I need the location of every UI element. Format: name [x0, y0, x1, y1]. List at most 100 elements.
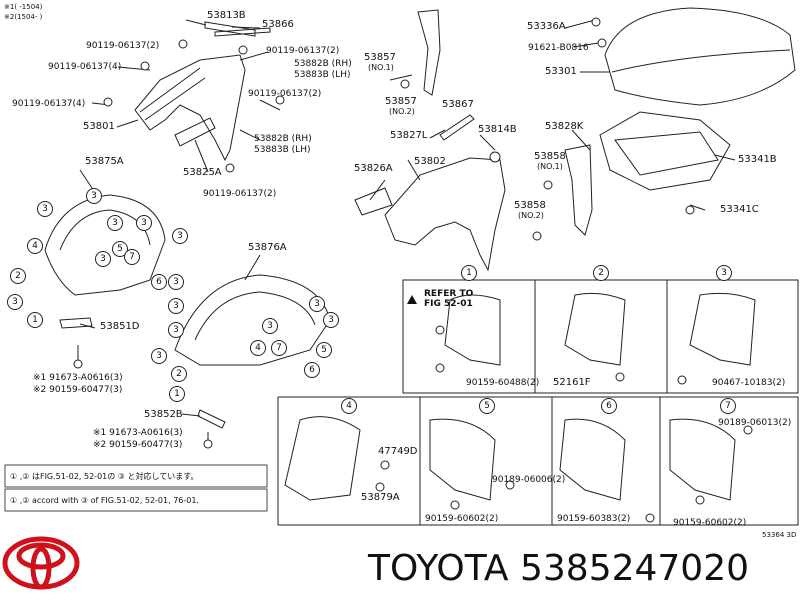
part-53883B-lh: 53883B (LH)	[294, 70, 351, 80]
callout-4: 4	[27, 238, 43, 254]
part-53876A: 53876A	[248, 242, 287, 253]
callout-3: 3	[95, 251, 111, 267]
callout-5: 5	[316, 342, 332, 358]
callout-7: 7	[124, 249, 140, 265]
part-53858-no2: 53858	[514, 200, 546, 211]
callout-3: 3	[37, 201, 53, 217]
refer-fig-label: FIG 52-01	[424, 299, 473, 309]
part-53866: 53866	[262, 19, 294, 30]
hood-53301	[604, 7, 796, 106]
part-53827L: 53827L	[390, 130, 428, 141]
part-90119-b: 90119-06137(2)	[266, 46, 340, 56]
callout-3: 3	[168, 298, 184, 314]
part-53857-no1: 53857	[364, 52, 396, 63]
part-53875A: 53875A	[85, 156, 124, 167]
insulator-53341B	[599, 111, 731, 191]
part-90119-a: 90119-06137(2)	[86, 41, 160, 51]
callout-4: 4	[250, 340, 266, 356]
box-4-number: 4	[341, 398, 357, 414]
callout-3: 3	[172, 228, 188, 244]
callout-3: 3	[262, 318, 278, 334]
callout-3: 3	[7, 294, 23, 310]
part-53851D: 53851D	[100, 321, 140, 332]
callout-3: 3	[86, 188, 102, 204]
part-90119-f: 90119-06137(2)	[203, 189, 277, 199]
part-53341B: 53341B	[738, 154, 777, 165]
part-53802: 53802	[414, 156, 446, 167]
box-5-number: 5	[479, 398, 495, 414]
callout-6: 6	[304, 362, 320, 378]
box-2-number: 2	[593, 265, 609, 281]
note-90159-b: ※2 90159-60477(3)	[93, 440, 183, 450]
callout-3: 3	[107, 215, 123, 231]
callout-1: 1	[27, 312, 43, 328]
toyota-logo-icon	[2, 536, 80, 590]
detail-panel-bottom	[277, 396, 799, 526]
part-53336A: 53336A	[527, 21, 566, 32]
part-90159-60602: 90159-60602(2)	[425, 514, 499, 524]
part-90119-e: 90119-06137(2)	[248, 89, 322, 99]
part-90119-d: 90119-06137(4)	[12, 99, 86, 109]
refer-to-label: REFER TO	[424, 289, 474, 299]
callout-3: 3	[168, 274, 184, 290]
figure-code: 53364 3D	[762, 531, 797, 539]
part-53858-no1: 53858	[534, 151, 566, 162]
part-90189-06013: 90189-06013(2)	[718, 418, 792, 428]
part-53867: 53867	[442, 99, 474, 110]
box-7-number: 7	[720, 398, 736, 414]
part-53828K: 53828K	[545, 121, 584, 132]
part-52161F: 52161F	[553, 377, 591, 388]
callout-3: 3	[151, 348, 167, 364]
fender-53802	[384, 157, 506, 272]
box-3-number: 3	[716, 265, 732, 281]
callout-6: 6	[151, 274, 167, 290]
label-no2: (NO.2)	[389, 107, 415, 116]
callout-1: 1	[169, 386, 185, 402]
legend-note-english: ① ,② accord with ③ of FIG.51-02, 52-01, …	[10, 496, 199, 505]
seal-53825A	[174, 117, 216, 147]
callout-3: 3	[136, 215, 152, 231]
part-53814B: 53814B	[478, 124, 517, 135]
part-53882B-rh-2: 53882B (RH)	[254, 134, 312, 144]
note-91673-a: ※1 91673-A0616(3)	[33, 373, 123, 383]
callout-2: 2	[171, 366, 187, 382]
callout-7: 7	[271, 340, 287, 356]
callout-3: 3	[323, 312, 339, 328]
part-90159-60383: 90159-60383(2)	[557, 514, 631, 524]
brand-part-number: TOYOTA 5385247020	[368, 548, 750, 589]
part-90159-60602-b: 90159-60602(2)	[673, 518, 747, 528]
legend-note-japanese: ① ,② はFIG.51-02, 52-01の ③ と対応しています。	[10, 472, 199, 481]
part-91621-B0816: 91621-B0816	[528, 43, 589, 53]
part-53341C: 53341C	[720, 204, 759, 215]
callout-3: 3	[309, 296, 325, 312]
bracket-53827L	[417, 9, 441, 96]
note-1504-before: ※1( -1504)	[4, 3, 43, 11]
part-90159-60488: 90159-60488(2)	[466, 378, 540, 388]
liner-53875A	[44, 194, 166, 296]
note-1504-after: ※2(1504- )	[4, 13, 43, 21]
part-53826A: 53826A	[354, 163, 393, 174]
note-90159-a: ※2 90159-60477(3)	[33, 385, 123, 395]
box-1-number: 1	[461, 265, 477, 281]
part-53879A: 53879A	[361, 492, 400, 503]
label-no2b: (NO.2)	[518, 211, 544, 220]
fender-53801	[134, 54, 246, 162]
part-53813B: 53813B	[207, 10, 246, 21]
part-53801: 53801	[83, 121, 115, 132]
refer-icon	[407, 290, 417, 306]
part-90467-10183: 90467-10183(2)	[712, 378, 786, 388]
part-47749D: 47749D	[378, 446, 418, 457]
part-53883B-lh-2: 53883B (LH)	[254, 145, 311, 155]
part-53882B-rh: 53882B (RH)	[294, 59, 352, 69]
box-6-number: 6	[601, 398, 617, 414]
part-90189-06006: 90189-06006(2)	[492, 475, 566, 485]
label-no1b: (NO.1)	[537, 162, 563, 171]
part-53301: 53301	[545, 66, 577, 77]
note-91673-b: ※1 91673-A0616(3)	[93, 428, 183, 438]
label-no1: (NO.1)	[368, 63, 394, 72]
part-90119-c: 90119-06137(4)	[48, 62, 122, 72]
part-53857-no2: 53857	[385, 96, 417, 107]
part-53825A: 53825A	[183, 167, 222, 178]
